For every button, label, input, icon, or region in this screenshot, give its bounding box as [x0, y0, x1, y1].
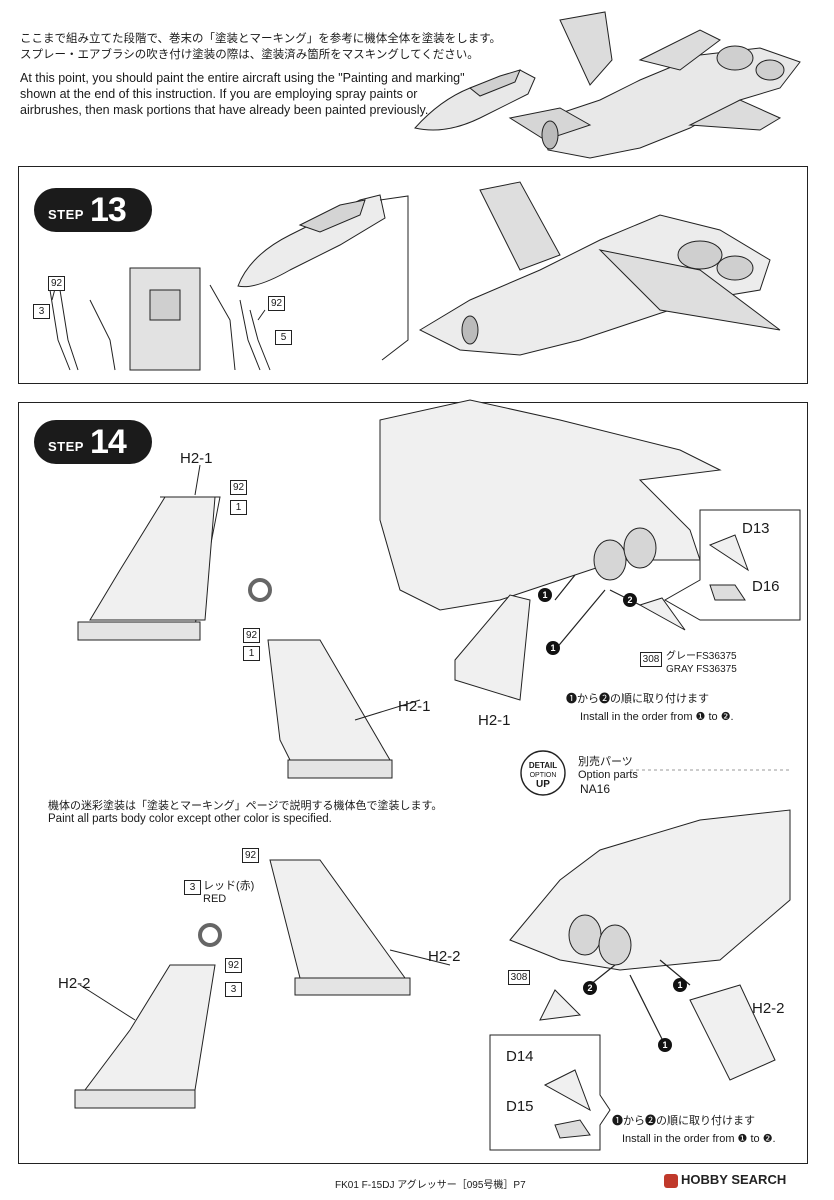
svg-text:1: 1	[550, 643, 555, 653]
detail-badge-bot: UP	[536, 779, 550, 790]
order-jp-bottom: ❶から❷の順に取り付けます	[612, 1115, 755, 1127]
label-h2-1-b: H2-1	[398, 698, 431, 715]
label-h2-1-a: H2-1	[180, 450, 213, 467]
intro-jp-line2: スプレー・エアブラシの吹き付け塗装の際は、塗装済み箇所をマスキングしてください。	[20, 47, 479, 61]
step14-number: 14	[89, 422, 127, 461]
part-92-c: 92	[242, 848, 259, 863]
intro-jp-line1: ここまで組み立てた段階で、巻末の「塗装とマーキング」を参考に機体全体を塗装をしま…	[20, 31, 502, 45]
svg-text:1: 1	[662, 1040, 667, 1050]
footer-text: FK01 F-15DJ アグレッサー［095号機］P7	[335, 1180, 526, 1191]
label-d14: D14	[506, 1048, 534, 1065]
red-en: RED	[203, 893, 227, 905]
svg-text:1: 1	[542, 590, 547, 600]
intro-en-line1: At this point, you should paint the enti…	[20, 71, 465, 85]
step13-badge: STEP 13	[34, 188, 152, 232]
detail-en: Option parts	[578, 769, 638, 781]
hobby-search-icon	[664, 1173, 678, 1188]
part-92-a: 92	[230, 480, 247, 495]
step14-badge: STEP 14	[34, 420, 152, 464]
part-308-top: 308	[640, 652, 662, 667]
intro-aircraft-illustration	[414, 11, 801, 159]
detail-badge-mid: OPTION	[529, 772, 557, 779]
gray-label-jp: グレーFS36375	[666, 651, 737, 662]
part-92-d: 92	[225, 958, 242, 973]
note-en: Paint all parts body color except other …	[48, 813, 332, 825]
note-jp: 機体の迷彩塗装は「塗装とマーキング」ページで説明する機体色で塗装します。	[48, 799, 443, 812]
order-jp-top: ❶から❷の順に取り付けます	[566, 693, 709, 705]
part-92-b: 92	[243, 628, 260, 643]
svg-text:2: 2	[627, 595, 632, 605]
order-en-bottom: Install in the order from ❶ to ❷.	[622, 1133, 776, 1145]
part-3-c: 3	[184, 880, 201, 895]
step14-panel	[18, 402, 808, 1164]
part-1-b: 1	[243, 646, 260, 661]
svg-text:1: 1	[677, 980, 682, 990]
step13-illustration	[49, 181, 781, 371]
step13-part-92a: 92	[48, 276, 65, 291]
label-d16: D16	[752, 578, 780, 595]
detail-badge-top: DETAIL	[528, 761, 558, 770]
detail-code: NA16	[580, 782, 611, 796]
svg-text:2: 2	[587, 983, 592, 993]
label-d13: D13	[742, 520, 770, 537]
part-3-d: 3	[225, 982, 242, 997]
brand-text: HOBBY SEARCH	[681, 1172, 787, 1187]
step13-part-5: 5	[275, 330, 292, 345]
label-h2-2-c: H2-2	[752, 1000, 785, 1017]
step13-word: STEP	[48, 206, 84, 222]
label-h2-1-c: H2-1	[478, 712, 511, 729]
label-h2-2-a: H2-2	[428, 948, 461, 965]
step13-part-92b: 92	[268, 296, 285, 311]
gray-label-en: GRAY FS36375	[666, 664, 737, 675]
part-308-bottom: 308	[508, 970, 530, 985]
step13-panel	[18, 166, 808, 384]
part-1-a: 1	[230, 500, 247, 515]
intro-en-line2: shown at the end of this instruction. If…	[20, 87, 418, 101]
intro-en-line3: airbrushes, then mask portions that have…	[20, 103, 429, 117]
label-d15: D15	[506, 1098, 534, 1115]
label-h2-2-b: H2-2	[58, 975, 91, 992]
step13-part-3: 3	[33, 304, 50, 319]
step13-number: 13	[89, 190, 127, 229]
red-jp: レッド(赤)	[203, 880, 255, 892]
step14-word: STEP	[48, 438, 84, 454]
hobby-search-logo: HOBBY SEARCH	[664, 1172, 786, 1188]
order-en-top: Install in the order from ❶ to ❷.	[580, 711, 734, 723]
detail-jp: 別売パーツ	[578, 756, 633, 768]
